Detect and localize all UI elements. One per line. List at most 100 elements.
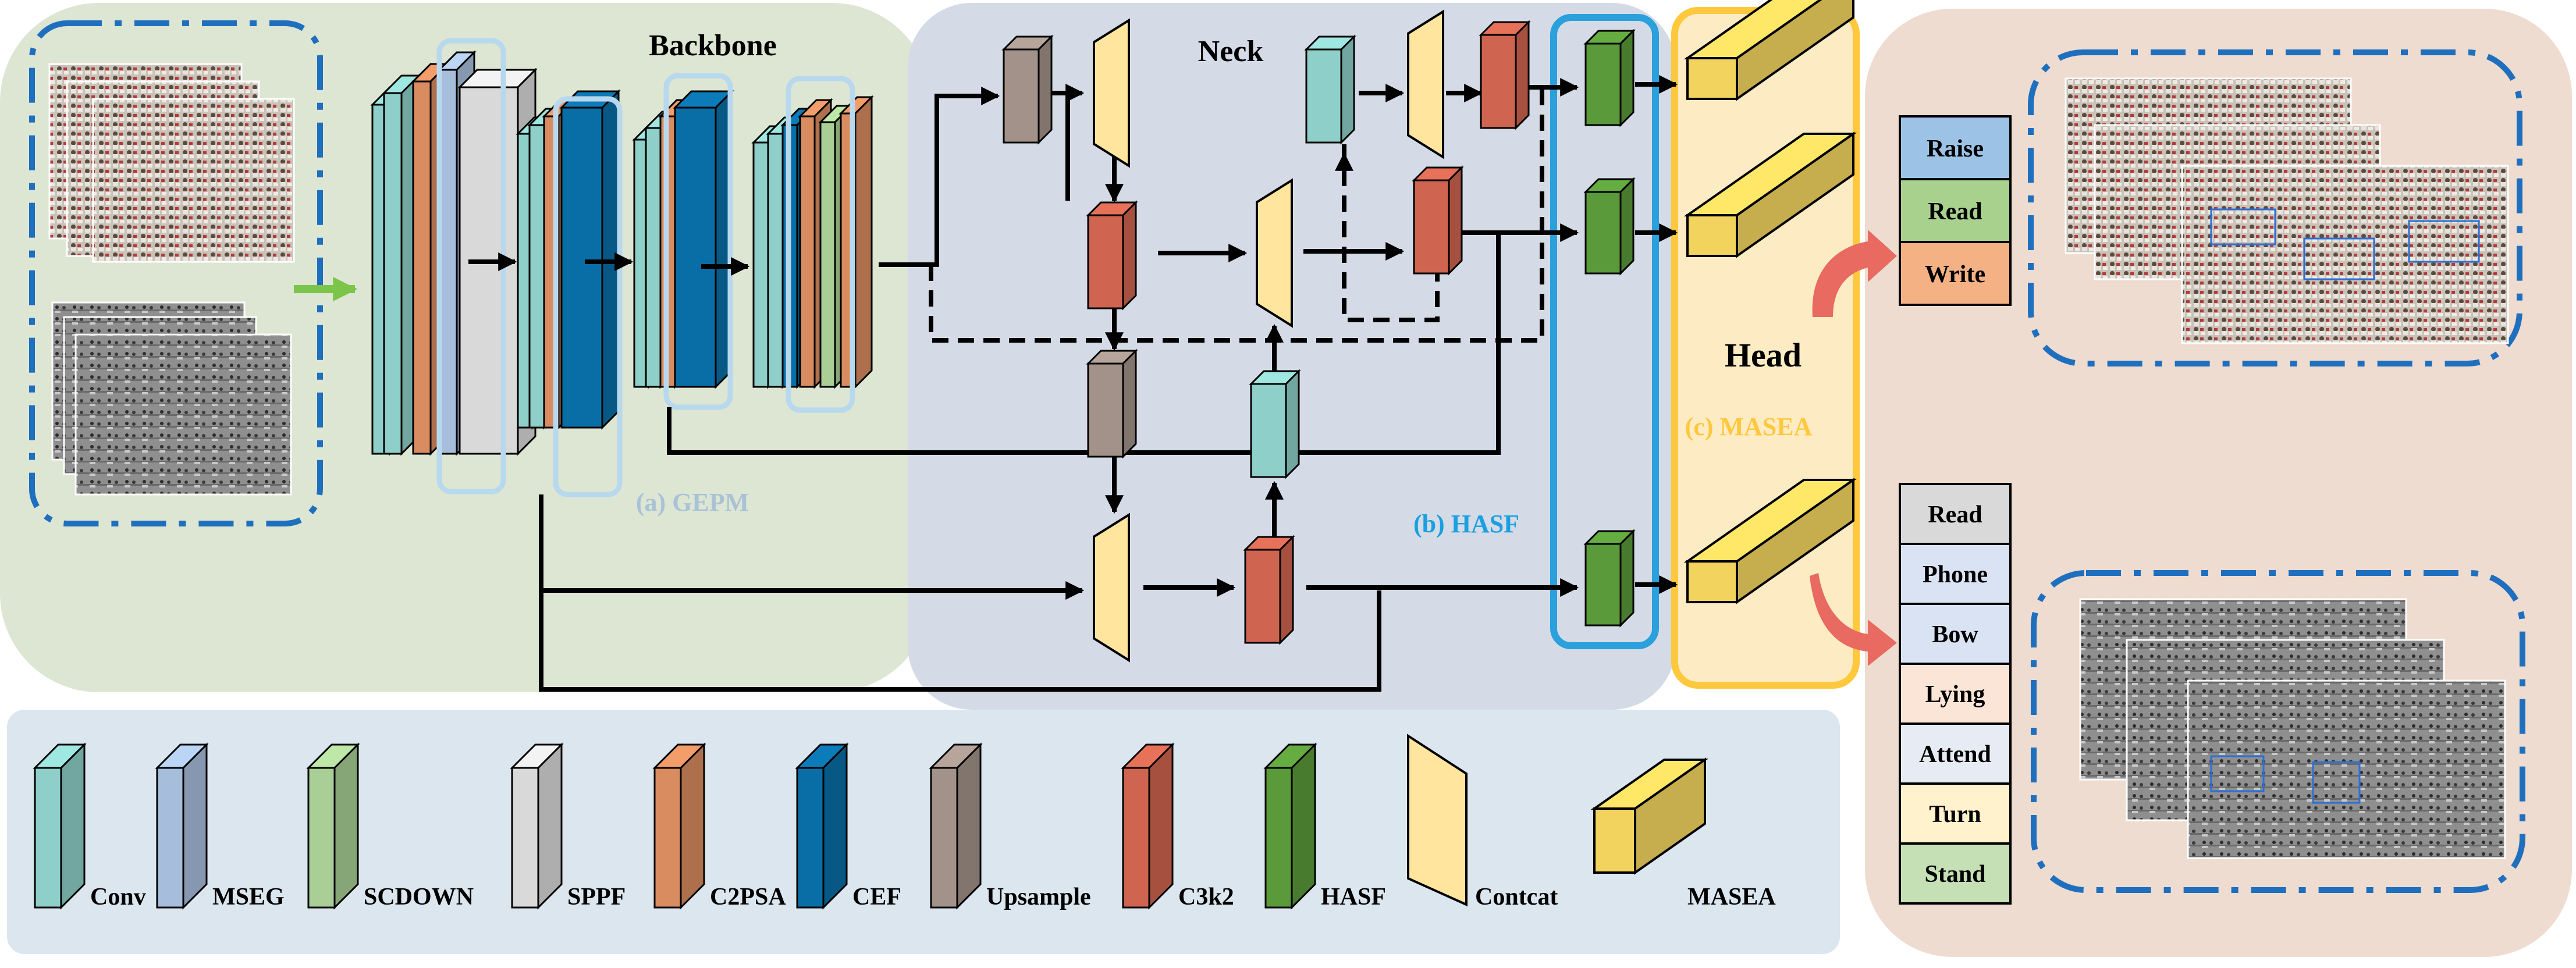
neck-dashed-connections	[929, 84, 1544, 343]
legend-item-hasf: HASF	[1263, 742, 1386, 910]
legend-label: Conv	[90, 884, 146, 910]
head-masea-1	[1683, 0, 1854, 101]
legend-swatch	[155, 742, 209, 910]
class-label-text: Lying	[1925, 681, 1985, 708]
legend-item-c2psa: C2PSA	[652, 742, 786, 910]
legend-item-scdown: SCDOWN	[306, 742, 474, 910]
legend-swatch	[929, 742, 983, 910]
backbone-arrows	[468, 252, 750, 276]
class-label-raise: Raise	[1899, 115, 2012, 180]
output-top-panel	[2028, 49, 2522, 366]
input-images-top	[48, 63, 295, 263]
output-arrows	[1810, 230, 1897, 666]
neck-c3k2-3	[1243, 535, 1295, 645]
class-label-text: Raise	[1927, 136, 1984, 162]
output-bottom-panel	[2031, 570, 2525, 893]
head-title: Head	[1725, 336, 1802, 374]
head-masea-3	[1683, 478, 1857, 604]
class-label-text: Phone	[1923, 561, 1988, 588]
class-label-text: Attend	[1919, 741, 1991, 768]
neck-upsample-1	[1001, 34, 1054, 145]
gepm-highlights	[436, 38, 855, 497]
class-label-lying: Lying	[1899, 663, 2012, 725]
neck-concat-2	[1256, 178, 1293, 328]
legend-swatch	[510, 742, 564, 910]
legend-swatch	[652, 742, 706, 910]
class-label-text: Bow	[1932, 621, 1978, 648]
legend-swatch	[1263, 742, 1317, 910]
class-label-text: Read	[1928, 198, 1982, 225]
class-label-turn: Turn	[1899, 782, 2012, 845]
backbone-block-cef	[673, 89, 734, 389]
legend-label: MSEG	[212, 884, 285, 910]
neck-title: Neck	[1198, 35, 1264, 68]
legend-label: SCDOWN	[364, 884, 474, 910]
legend-label: HASF	[1321, 884, 1386, 910]
neck-blocks	[1001, 9, 1636, 663]
input-images-bottom	[51, 301, 292, 496]
legend-item-cef: CEF	[795, 742, 901, 910]
masea-label: (c) MASEA	[1685, 412, 1813, 441]
neck-hasf-2	[1583, 177, 1636, 276]
gepm-label: (a) GEPM	[636, 488, 749, 517]
backbone-blocks	[370, 50, 874, 456]
class-label-attend: Attend	[1899, 723, 2012, 785]
neck-conv-2	[1249, 369, 1301, 479]
legend: Conv MSEG SCDOWN SPPF C2PSA CEF Upsample C3k2 HA…	[33, 734, 1776, 910]
legend-label: C3k2	[1178, 884, 1234, 910]
class-label-write: Write	[1899, 241, 2012, 306]
legend-swatch	[306, 742, 360, 910]
legend-item-c3k2: C3k2	[1121, 742, 1234, 910]
neck-concat-1	[1093, 18, 1130, 168]
legend-label: CEF	[852, 884, 901, 910]
legend-label: MASEA	[1687, 884, 1776, 910]
neck-concat-top	[1407, 9, 1444, 159]
class-label-read: Read	[1899, 483, 2012, 545]
legend-item-contcat: Contcat	[1407, 734, 1558, 910]
class-label-text: Turn	[1929, 801, 1981, 828]
neck-concat-3	[1093, 513, 1130, 663]
class-label-stand: Stand	[1899, 842, 2012, 905]
class-label-bow: Bow	[1899, 603, 2012, 665]
legend-label: Contcat	[1475, 884, 1558, 910]
legend-label: C2PSA	[710, 884, 786, 910]
legend-item-sppf: SPPF	[510, 742, 626, 910]
backbone-title: Backbone	[649, 29, 777, 62]
legend-swatch	[1590, 757, 1709, 875]
neck-hasf-1	[1583, 29, 1636, 127]
hasf-label: (b) HASF	[1413, 510, 1519, 538]
legend-swatch	[795, 742, 849, 910]
neck-c3k2-1	[1086, 200, 1138, 311]
head-blocks	[1683, 0, 1857, 604]
class-label-text: Read	[1928, 501, 1982, 528]
legend-item-mseg: MSEG	[155, 742, 285, 910]
legend-swatch	[33, 742, 87, 910]
legend-label: SPPF	[567, 884, 626, 910]
legend-label: Upsample	[986, 884, 1091, 910]
neck-hasf-3	[1583, 529, 1636, 628]
class-label-read: Read	[1899, 178, 2012, 243]
legend-swatch	[1407, 734, 1468, 907]
legend-item-conv: Conv	[33, 742, 146, 910]
input-panel	[29, 20, 323, 526]
legend-item-upsample: Upsample	[929, 742, 1091, 910]
neck-c3k2-top	[1479, 20, 1531, 130]
backbone-block-c2psa	[838, 95, 874, 389]
class-label-text: Write	[1925, 261, 1985, 288]
legend-swatch	[1121, 742, 1175, 910]
class-label-text: Stand	[1924, 861, 1985, 888]
head-masea-2	[1683, 131, 1857, 258]
neck-conv-1	[1304, 34, 1356, 145]
legend-region	[7, 710, 1840, 954]
hasf-border	[1550, 14, 1659, 649]
neck-c3k2-mid	[1412, 165, 1464, 276]
legend-item-masea: MASEA	[1590, 757, 1776, 910]
output-images-top	[2065, 77, 2509, 344]
class-label-phone: Phone	[1899, 543, 2012, 605]
output-images-bottom	[2079, 598, 2506, 859]
neck-upsample-2	[1086, 348, 1138, 459]
backbone-block-cef	[559, 89, 621, 430]
